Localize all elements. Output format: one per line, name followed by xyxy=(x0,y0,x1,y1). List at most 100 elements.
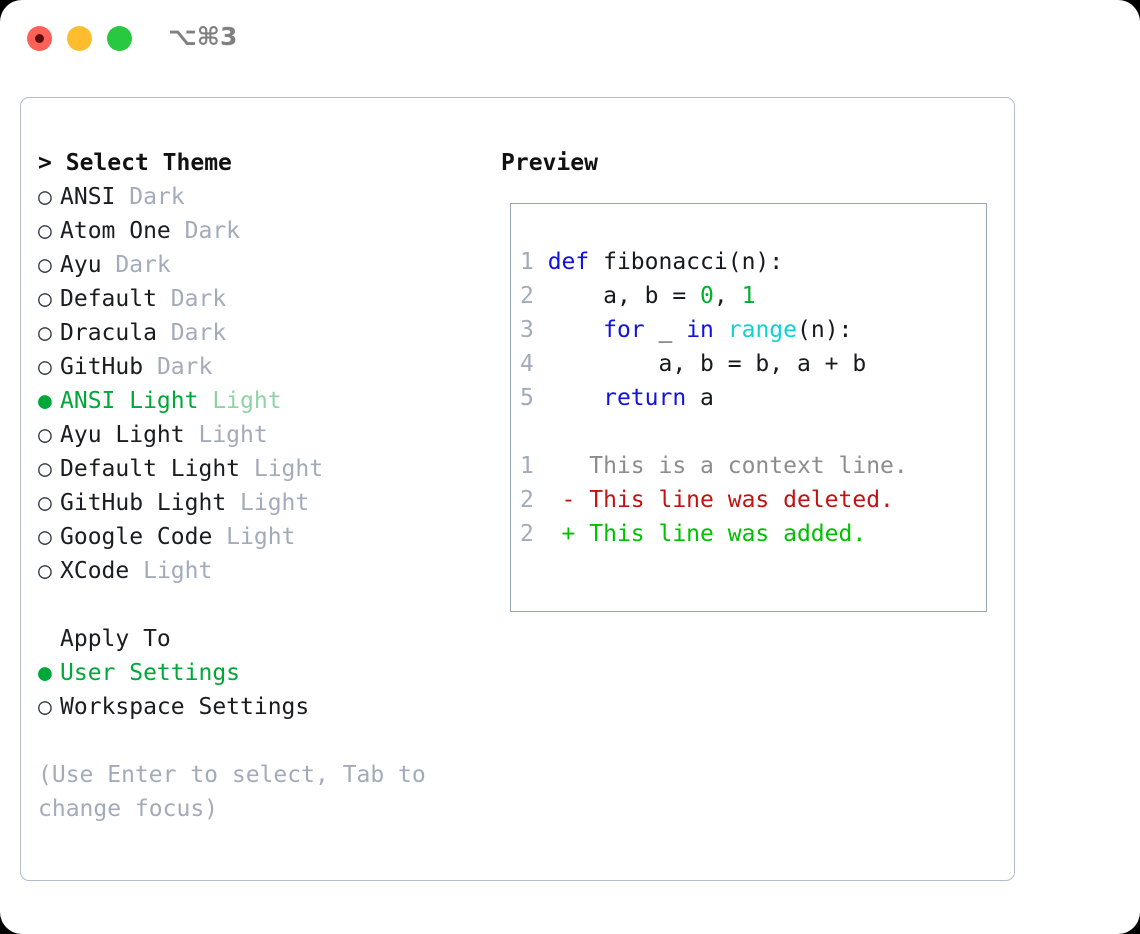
preview-section: Preview 1 def fibonacci(n):2 a, b = 0, 1… xyxy=(501,146,1001,612)
diff-line: 2 + This line was added. xyxy=(520,517,908,551)
radio-unselected-icon: ○ xyxy=(38,286,52,312)
code-token: return xyxy=(603,385,687,411)
code-line: 1 def fibonacci(n): xyxy=(520,245,908,279)
code-token: , xyxy=(713,283,742,309)
radio-unselected-icon: ○ xyxy=(38,422,52,448)
window-title: ⌥⌘3 xyxy=(168,22,238,51)
radio-unselected-icon: ○ xyxy=(38,558,52,584)
theme-list-item[interactable]: ○ Atom One Dark xyxy=(38,214,478,248)
theme-name: Ayu Light xyxy=(60,422,185,448)
code-line-number: 2 xyxy=(520,283,548,309)
prompt-caret-icon: > xyxy=(38,150,52,176)
code-line: 4 a, b = b, a + b xyxy=(520,347,908,381)
maximize-window-button[interactable] xyxy=(107,26,132,51)
theme-name: XCode xyxy=(60,558,130,584)
code-token: 1 xyxy=(741,283,756,309)
apply-to-option[interactable]: ● User Settings xyxy=(38,656,478,690)
code-token: a, b = b, a + b xyxy=(547,351,867,377)
theme-name: ANSI xyxy=(60,184,116,210)
theme-list-item[interactable]: ○ XCode Light xyxy=(38,554,478,588)
keyboard-hint: (Use Enter to select, Tab to change focu… xyxy=(38,762,426,822)
theme-name: Google Code xyxy=(60,524,213,550)
theme-name: ANSI Light xyxy=(60,388,199,414)
code-token xyxy=(714,317,728,343)
theme-list-item[interactable]: ○ Ayu Light Light xyxy=(38,418,478,452)
apply-to-option-label: Workspace Settings xyxy=(60,694,310,720)
theme-list-item[interactable]: ● ANSI Light Light xyxy=(38,384,478,418)
theme-kind-badge: Light xyxy=(129,558,213,584)
code-token: fibonacci(n): xyxy=(589,249,784,275)
radio-unselected-icon: ○ xyxy=(38,694,52,720)
apply-to-option-label: User Settings xyxy=(60,660,241,686)
theme-kind-badge: Dark xyxy=(101,252,171,278)
minimize-window-button[interactable] xyxy=(67,26,92,51)
code-token: a, b = xyxy=(547,283,701,309)
code-token xyxy=(548,385,603,411)
radio-unselected-icon: ○ xyxy=(38,218,52,244)
diff-line: 2 - This line was deleted. xyxy=(520,483,908,517)
code-line-number: 3 xyxy=(520,317,548,343)
code-token xyxy=(548,317,603,343)
diff-marker xyxy=(548,453,590,479)
theme-kind-badge: Light xyxy=(212,524,296,550)
code-line-number: 1 xyxy=(520,453,548,479)
theme-name: Ayu xyxy=(60,252,102,278)
diff-line: 1 This is a context line. xyxy=(520,449,908,483)
theme-kind-badge: Dark xyxy=(115,184,185,210)
theme-list-item[interactable]: ○Ayu Dark xyxy=(38,248,478,282)
apply-to-label: Apply To xyxy=(60,626,171,652)
code-line: 2 a, b = 0, 1 xyxy=(520,279,908,313)
radio-selected-icon: ● xyxy=(38,660,52,686)
theme-kind-badge: Light xyxy=(240,456,324,482)
theme-name: GitHub Light xyxy=(60,490,227,516)
code-line: 5 return a xyxy=(520,381,908,415)
radio-unselected-icon: ○ xyxy=(38,354,52,380)
radio-selected-icon: ● xyxy=(38,388,52,414)
code-line-number: 2 xyxy=(520,521,548,547)
close-icon xyxy=(35,34,44,43)
title-bar: ⌥⌘3 xyxy=(0,0,1140,78)
theme-name: Dracula xyxy=(60,320,157,346)
diff-text: This is a context line. xyxy=(589,453,908,479)
radio-unselected-icon: ○ xyxy=(38,320,52,346)
code-line-number: 2 xyxy=(520,487,548,513)
theme-kind-badge: Dark xyxy=(156,320,227,346)
theme-list-item[interactable]: ○Default Light Light xyxy=(38,452,478,486)
select-theme-header: > Select Theme xyxy=(38,146,478,180)
code-token: _ xyxy=(644,317,687,343)
diff-marker: - xyxy=(547,487,590,513)
theme-name: GitHub xyxy=(60,354,144,380)
theme-kind-badge: Light xyxy=(184,422,268,448)
select-theme-title xyxy=(52,150,66,176)
radio-unselected-icon: ○ xyxy=(38,524,52,550)
theme-name: Atom One xyxy=(60,218,171,244)
theme-kind-badge: Light xyxy=(198,388,282,414)
code-line-number: 5 xyxy=(520,385,548,411)
apply-to-options: ● User Settings ○ Workspace Settings xyxy=(38,656,478,724)
code-line: 3 for _ in range(n): xyxy=(520,313,908,347)
theme-list-item[interactable]: ○Default Dark xyxy=(38,282,478,316)
apply-to-section: Apply To ● User Settings ○ Workspace Settin… xyxy=(38,622,478,724)
theme-list: ○ANSI Dark○Atom One Dark○Ayu Dark○Defaul… xyxy=(38,180,478,588)
theme-list-item[interactable]: ○ GitHub Dark xyxy=(38,350,478,384)
diff-marker: + xyxy=(547,521,590,547)
code-token: for xyxy=(603,317,645,343)
theme-name: Default xyxy=(60,286,157,312)
code-token: (n): xyxy=(797,317,853,343)
code-token: def xyxy=(547,249,590,275)
code-token: 0 xyxy=(700,283,714,309)
theme-kind-badge: Dark xyxy=(170,218,241,244)
theme-name: Default Light xyxy=(60,456,241,482)
preview-title: Preview xyxy=(501,150,598,176)
theme-list-item[interactable]: ○ Dracula Dark xyxy=(38,316,478,350)
apply-to-option[interactable]: ○ Workspace Settings xyxy=(38,690,478,724)
code-token: range xyxy=(727,317,797,343)
theme-list-item[interactable]: ○GitHub Light Light xyxy=(38,486,478,520)
theme-selector: > Select Theme ○ANSI Dark○Atom One Dark○… xyxy=(38,146,478,826)
theme-list-item[interactable]: ○ANSI Dark xyxy=(38,180,478,214)
theme-list-item[interactable]: ○ Google Code Light xyxy=(38,520,478,554)
theme-kind-badge: Dark xyxy=(143,354,213,380)
